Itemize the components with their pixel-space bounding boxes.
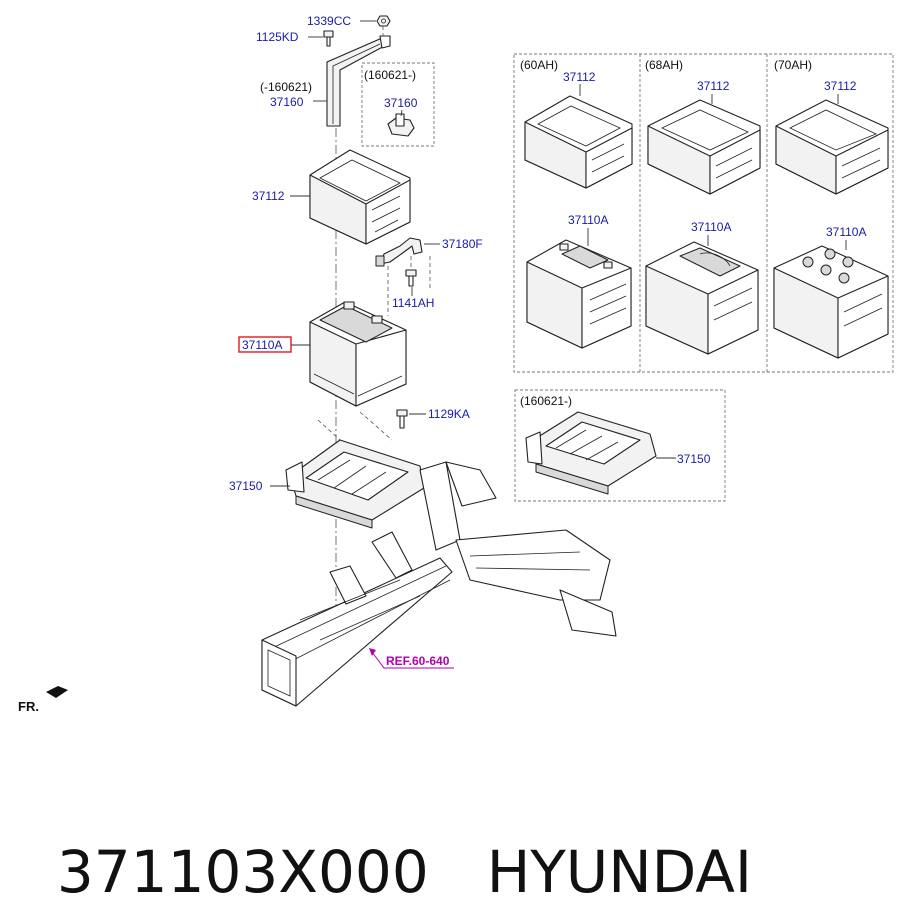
bolt-1141ah	[405, 269, 417, 287]
battery-tray-37150-main	[285, 439, 425, 529]
variant-box	[513, 53, 894, 373]
ref-arrow	[371, 651, 454, 669]
label-condition-after-160621-lower: (160621-)	[520, 394, 572, 408]
battery-tray-37112-68ah	[647, 99, 761, 195]
label-70ah: (70AH)	[774, 58, 812, 72]
label-1339cc: 1339CC	[307, 14, 351, 28]
label-37150-alt: 37150	[677, 452, 711, 466]
label-37150-main: 37150	[229, 479, 263, 493]
caption: 371103X000 HYUNDAI	[20, 764, 900, 906]
label-condition-after-160621-top: (160621-)	[364, 68, 416, 82]
hold-bracket-37160-early	[326, 35, 391, 127]
battery-tray-37112-main	[309, 149, 411, 245]
bolt-1129ka	[396, 409, 408, 429]
nut-1339cc	[376, 15, 391, 27]
battery-tray-37112-60ah	[524, 95, 633, 189]
label-37110a-main: 37110A	[242, 338, 282, 352]
label-1125kd: 1125KD	[256, 30, 299, 44]
label-1129ka: 1129KA	[428, 407, 470, 421]
label-60ah: (60AH)	[520, 58, 558, 72]
battery-37110a-main	[309, 301, 407, 407]
battery-37110a-60ah	[526, 239, 632, 349]
label-68ah: (68AH)	[645, 58, 683, 72]
label-ref-60-640: REF.60-640	[386, 654, 450, 668]
battery-tray-37150-alt	[525, 411, 657, 495]
label-37112-60ah: 37112	[563, 70, 596, 84]
label-37112-70ah: 37112	[824, 79, 857, 93]
caption-part-number: 371103X000	[56, 838, 429, 906]
label-condition-before-160621: (-160621)	[260, 80, 312, 94]
hold-clamp-37160-late	[387, 113, 415, 137]
label-37110a-70ah: 37110A	[826, 225, 866, 239]
bracket-37180f	[375, 237, 423, 267]
caption-brand: HYUNDAI	[486, 838, 753, 906]
label-37180f: 37180F	[442, 237, 483, 251]
bolt-1125kd	[323, 30, 334, 47]
label-37110a-68ah: 37110A	[691, 220, 731, 234]
battery-tray-37112-70ah	[775, 99, 889, 195]
battery-37110a-68ah	[645, 241, 759, 355]
label-37110a-60ah: 37110A	[568, 213, 608, 227]
label-37112-68ah: 37112	[697, 79, 730, 93]
box-tray-after-160621	[514, 389, 726, 502]
battery-parts-diagram: 1339CC 1125KD (-160621) 37160 (160621-) …	[18, 14, 894, 714]
label-fr: FR.	[18, 699, 39, 714]
label-1141ah: 1141AH	[392, 296, 434, 310]
label-37160-box: 37160	[384, 96, 418, 110]
box-bracket-after-160621	[361, 62, 435, 147]
label-37160-left: 37160	[270, 95, 304, 109]
label-37112-main: 37112	[252, 189, 285, 203]
front-arrow-icon	[46, 686, 68, 698]
body-frame-side-member	[261, 461, 617, 707]
battery-37110a-70ah	[773, 245, 889, 359]
highlight-box-37110a	[238, 336, 292, 353]
